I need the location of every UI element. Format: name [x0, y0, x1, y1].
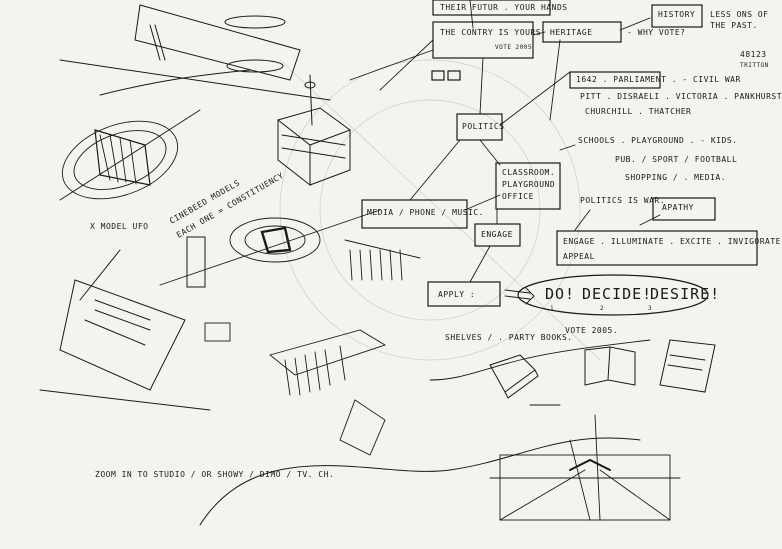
note-country-sub: Vote 2005 [495, 44, 533, 51]
note-vote-2005: Vote 2005. [565, 326, 619, 335]
flow-curve-2 [429, 339, 651, 381]
note-politics: Politics [462, 122, 505, 131]
note-engage-row: Engage . Illuminate . Excite . Invigorat… [563, 237, 781, 246]
note-timeline-2: Pitt . Disraeli . Victoria . Pankhurst [580, 92, 782, 101]
note-the-past: the past. [710, 21, 758, 30]
note-timeline-1: 1642 . Parliament . - Civil War [576, 75, 741, 84]
note-their-future: Their futur . your hands [440, 3, 568, 12]
book-sketches [489, 339, 716, 399]
note-shopping: Shopping / . media. [625, 173, 727, 182]
note-apathy: Apathy [662, 203, 694, 212]
ufo-model-sketch [59, 109, 201, 201]
hatched-block-sketch [204, 239, 421, 456]
note-why-vote: - why vote? [627, 28, 686, 37]
studio-perspective-sketch [489, 404, 681, 521]
note-pub-sport: Pub. / sport / football [615, 155, 738, 164]
note-num-2: 2 [600, 305, 605, 312]
label-boxes [361, 0, 758, 316]
note-shelves: Shelves / . Party books. [445, 333, 573, 342]
note-timeline-3: Churchill . Thatcher [585, 107, 692, 116]
note-apply: Apply : [438, 290, 476, 299]
swirl-sketch [159, 209, 381, 286]
note-zoom: Zoom in to studio / or showy / dimo / tv… [95, 470, 335, 479]
note-classroom: Classroom. [502, 168, 556, 177]
note-decide: Decide! [582, 285, 653, 303]
note-office: Office [502, 192, 534, 201]
note-country-is-yours: The Contry is yours [440, 28, 542, 37]
note-ref-code: 48123 [740, 50, 767, 59]
note-engage: Engage [481, 230, 513, 239]
flow-curve [199, 437, 641, 526]
stage-sketch-left [39, 236, 211, 411]
tube-sketch [59, 4, 331, 101]
note-politics-war: Politics is war. [580, 196, 666, 205]
note-ref-name: Tritton [740, 62, 769, 69]
note-media: Media / phone / music. [367, 208, 484, 217]
note-do: Do! [545, 285, 576, 303]
note-playground: Playground [502, 180, 556, 189]
box-stack-sketch [276, 74, 352, 187]
note-appeal: Appeal [563, 252, 595, 261]
note-desire: Desire! [650, 285, 721, 303]
note-history: History [658, 10, 696, 19]
note-x-model: x model ufo [90, 222, 149, 231]
note-num-3: 3 [648, 305, 653, 312]
faint-background-marks [279, 59, 601, 361]
note-heritage: Heritage [550, 28, 593, 37]
note-num-1: 1 [550, 305, 555, 312]
connector-arrows [349, 0, 661, 305]
note-lessons: Less ons of [710, 10, 769, 19]
note-schools: Schools . playground . - kids. [578, 136, 738, 145]
